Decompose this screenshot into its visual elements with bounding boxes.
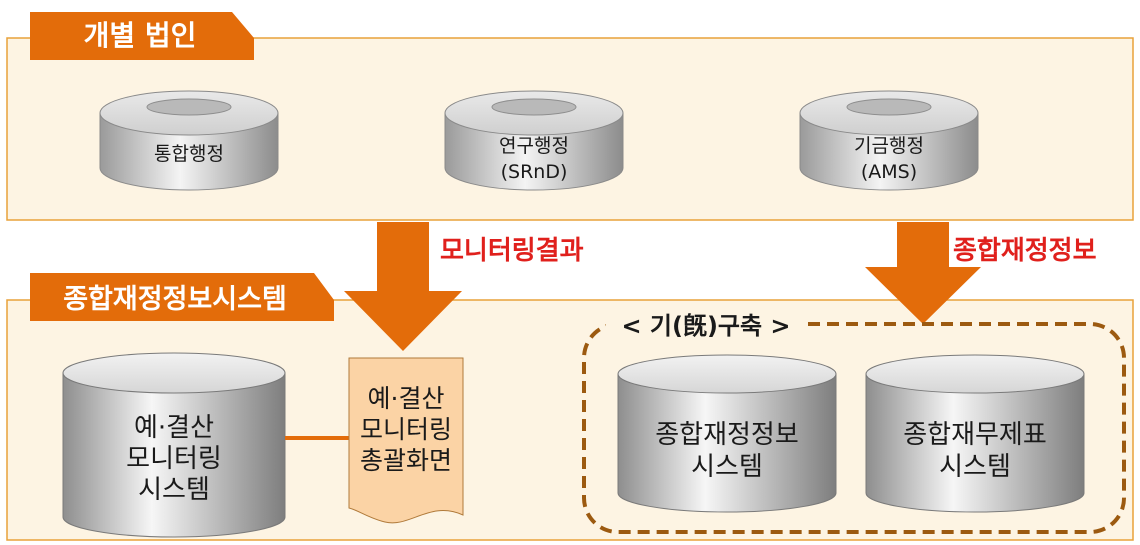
existing-db-1-line2: 시스템 <box>691 452 763 482</box>
summary-document: 예·결산 모니터링 총괄화면 <box>348 357 464 524</box>
disc-gigeum-label: 기금행정 <box>854 135 924 157</box>
monitor-db-line2: 모니터링 <box>126 444 222 474</box>
disc-yeongu: 연구행정 (SRnD) <box>444 90 624 191</box>
monitor-db-line1: 예·결산 <box>134 413 214 443</box>
flow-label-right: 종합재정정보 <box>953 236 1097 266</box>
disc-tonghap-label: 통합행정 <box>154 143 224 165</box>
disc-gigeum: 기금행정 (AMS) <box>799 90 979 191</box>
flow-arrow-left <box>344 222 462 351</box>
monitor-db-cylinder: 예·결산 모니터링 시스템 <box>62 352 286 538</box>
disc-yeongu-label: 연구행정 <box>499 135 569 157</box>
monitor-db-line3: 시스템 <box>138 475 210 505</box>
document-line3: 총괄화면 <box>360 446 452 475</box>
disc-yeongu-sublabel: (SRnD) <box>501 161 568 183</box>
document-line2: 모니터링 <box>360 415 452 444</box>
flow-label-left: 모니터링결과 <box>440 236 584 266</box>
existing-db-2-line2: 시스템 <box>939 452 1011 482</box>
existing-db-2-line1: 종합재무제표 <box>903 420 1047 450</box>
top-panel-tab <box>30 12 254 60</box>
existing-group-label: < 기(旣)구축 > <box>621 312 790 340</box>
top-panel-title: 개별 법인 <box>84 19 197 52</box>
existing-db-financial-statements: 종합재무제표 시스템 <box>865 354 1085 513</box>
bottom-panel-title: 종합재정정보시스템 <box>63 284 287 315</box>
existing-group-border <box>582 322 1126 534</box>
existing-db-1-line1: 종합재정정보 <box>655 420 799 450</box>
disc-tonghap: 통합행정 <box>99 90 279 191</box>
document-line1: 예·결산 <box>368 384 445 413</box>
existing-group-label-bg <box>606 310 806 342</box>
existing-db-finance-info: 종합재정정보 시스템 <box>617 354 837 513</box>
flow-arrow-right <box>865 222 981 324</box>
bottom-panel-tab <box>30 273 334 321</box>
disc-gigeum-sublabel: (AMS) <box>861 161 917 183</box>
